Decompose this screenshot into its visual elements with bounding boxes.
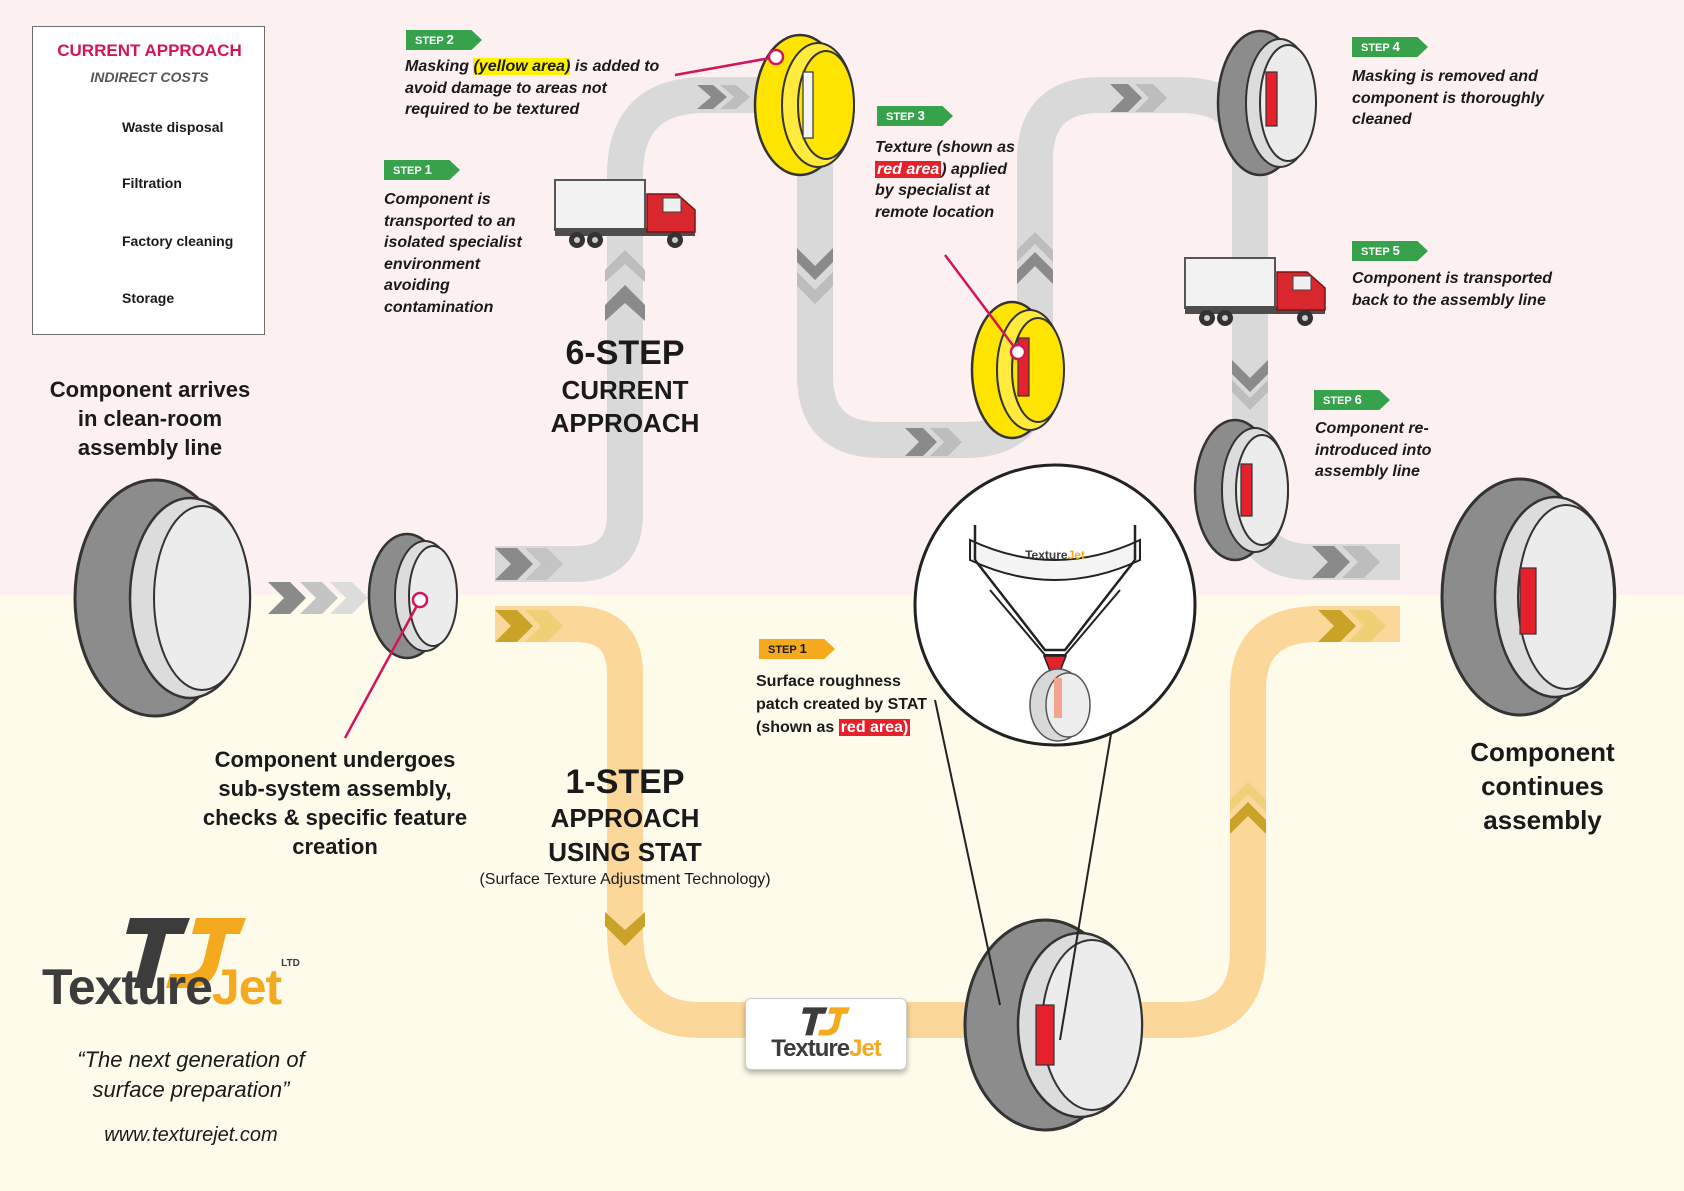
step2-tag-num: 2 bbox=[446, 32, 454, 47]
step3-text-after: ) applied by specialist at remote locati… bbox=[875, 160, 1008, 221]
step3-text-before: Texture (shown as bbox=[875, 139, 1015, 156]
nozzle-part2: Jet bbox=[1067, 548, 1085, 562]
step5-tag-num: 5 bbox=[1392, 243, 1400, 258]
component-arrives-wheel bbox=[73, 478, 252, 718]
callout-line-masking bbox=[674, 55, 777, 77]
callout-line-subassembly bbox=[343, 599, 422, 739]
stat-nozzle-zoom bbox=[913, 463, 1197, 747]
brand-part2: Jet bbox=[211, 959, 282, 1015]
legend-item-storage: Storage bbox=[122, 290, 175, 306]
step6-description: Component re-introduced into assembly li… bbox=[1315, 420, 1432, 480]
zoom-line-right bbox=[1059, 679, 1121, 1041]
label-component-undergoes: Component undergoes sub-system assembly,… bbox=[202, 747, 468, 859]
brand-part1: Texture bbox=[42, 959, 213, 1015]
step6-tag: STEP 6 bbox=[1314, 390, 1390, 410]
legend-title: CURRENT APPROACH bbox=[57, 41, 242, 60]
step2-text-before: Masking bbox=[405, 58, 474, 75]
one-step-subtitle-1: APPROACH bbox=[550, 803, 700, 833]
grey-chevrons bbox=[268, 84, 1380, 614]
step2-description: Masking (yellow area) is added to avoid … bbox=[405, 56, 675, 121]
step3-tag: STEP 3 bbox=[877, 106, 953, 126]
gold-chevrons bbox=[495, 610, 1386, 946]
stat-approach-path bbox=[495, 606, 1400, 1038]
stat-step1-tag: STEP 1 bbox=[759, 639, 835, 659]
stat-step1-highlight: red area) bbox=[838, 719, 911, 736]
step1-tag: STEP 1 bbox=[384, 160, 460, 180]
step6-tag-prefix: STEP bbox=[1323, 395, 1352, 407]
six-step-subtitle-1: CURRENT bbox=[561, 375, 689, 405]
step6-tag-num: 6 bbox=[1354, 392, 1362, 407]
textured-wheel-step3 bbox=[970, 300, 1065, 440]
callout-line-texture bbox=[944, 254, 1019, 353]
nozzle-brand-text: TextureJet bbox=[1020, 548, 1090, 562]
badge-wordmark: TextureJet bbox=[756, 1035, 896, 1063]
six-step-subtitle-2: APPROACH bbox=[550, 408, 700, 438]
step4-description: Masking is removed and component is thor… bbox=[1352, 68, 1544, 128]
stat-step1-tag-prefix: STEP bbox=[768, 644, 797, 656]
step1-tag-prefix: STEP bbox=[393, 165, 422, 177]
indirect-costs-legend: CURRENT APPROACH INDIRECT COSTS Waste di… bbox=[32, 26, 265, 335]
nozzle-part1: Texture bbox=[1025, 548, 1068, 562]
label-component-continues: Component continues assembly bbox=[1470, 737, 1615, 835]
badge-part1: Texture bbox=[771, 1035, 850, 1062]
brand-website: www.texturejet.com bbox=[104, 1124, 278, 1146]
step5-tag-prefix: STEP bbox=[1361, 246, 1390, 258]
stat-wheel bbox=[963, 918, 1144, 1132]
step4-tag-num: 4 bbox=[1392, 39, 1400, 54]
stat-approach-background bbox=[0, 595, 1684, 1191]
legend-item-filtration: Filtration bbox=[122, 175, 182, 191]
step2-highlight: (yellow area) bbox=[473, 58, 571, 75]
texturejet-wordmark: TextureJetLTD bbox=[42, 958, 342, 1016]
texturejet-badge: TextureJet bbox=[745, 998, 907, 1070]
badge-tj-icon bbox=[802, 1007, 850, 1036]
masked-wheel-step2 bbox=[753, 33, 855, 177]
step1-description: Component is transported to an isolated … bbox=[384, 191, 522, 316]
one-step-subtitle-2: USING STAT bbox=[548, 837, 702, 867]
current-approach-path bbox=[495, 77, 1268, 582]
step1-tag-num: 1 bbox=[424, 162, 432, 177]
badge-part2: Jet bbox=[849, 1035, 882, 1062]
six-step-title: 6-STEP bbox=[565, 334, 685, 372]
texturejet-tj-icon bbox=[126, 918, 246, 988]
legend-item-cleaning: Factory cleaning bbox=[122, 233, 234, 249]
component-continues-wheel bbox=[1440, 477, 1617, 717]
brand-tagline: “The next generation of surface preparat… bbox=[77, 1047, 305, 1102]
step4-tag-prefix: STEP bbox=[1361, 42, 1390, 54]
reintroduced-wheel-step6 bbox=[1193, 418, 1289, 562]
legend-subtitle: INDIRECT COSTS bbox=[90, 69, 209, 85]
texturejet-logo-mark bbox=[126, 912, 246, 992]
stat-step1-text: Surface roughness patch created by STAT … bbox=[756, 673, 927, 736]
step3-tag-prefix: STEP bbox=[886, 111, 915, 123]
label-component-arrives: Component arrives in clean-room assembly… bbox=[49, 377, 251, 460]
cleaned-wheel-step4 bbox=[1216, 29, 1317, 177]
step5-description: Component is transported back to the ass… bbox=[1352, 270, 1553, 309]
one-step-title: 1-STEP bbox=[565, 763, 685, 801]
step3-tag-num: 3 bbox=[917, 108, 925, 123]
step2-text-after: is added to avoid damage to areas not re… bbox=[405, 58, 660, 118]
step2-tag-prefix: STEP bbox=[415, 35, 444, 47]
stat-step1-description: Surface roughness patch created by STAT … bbox=[756, 670, 931, 739]
step3-highlight: red area bbox=[875, 160, 942, 178]
stat-step1-tag-num: 1 bbox=[799, 641, 807, 656]
step5-tag: STEP 5 bbox=[1352, 241, 1428, 261]
brand-ltd: LTD bbox=[281, 958, 300, 969]
callout-dot-subassembly bbox=[411, 591, 429, 609]
step3-description: Texture (shown as red area) applied by s… bbox=[875, 137, 1015, 223]
callout-dot-masking bbox=[767, 48, 785, 66]
step4-tag: STEP 4 bbox=[1352, 37, 1428, 57]
step2-tag: STEP 2 bbox=[406, 30, 482, 50]
callout-dot-texture bbox=[1009, 343, 1027, 361]
stat-expansion: (Surface Texture Adjustment Technology) bbox=[479, 871, 771, 888]
legend-item-waste: Waste disposal bbox=[122, 119, 224, 135]
zoom-line-left bbox=[934, 699, 1001, 1006]
